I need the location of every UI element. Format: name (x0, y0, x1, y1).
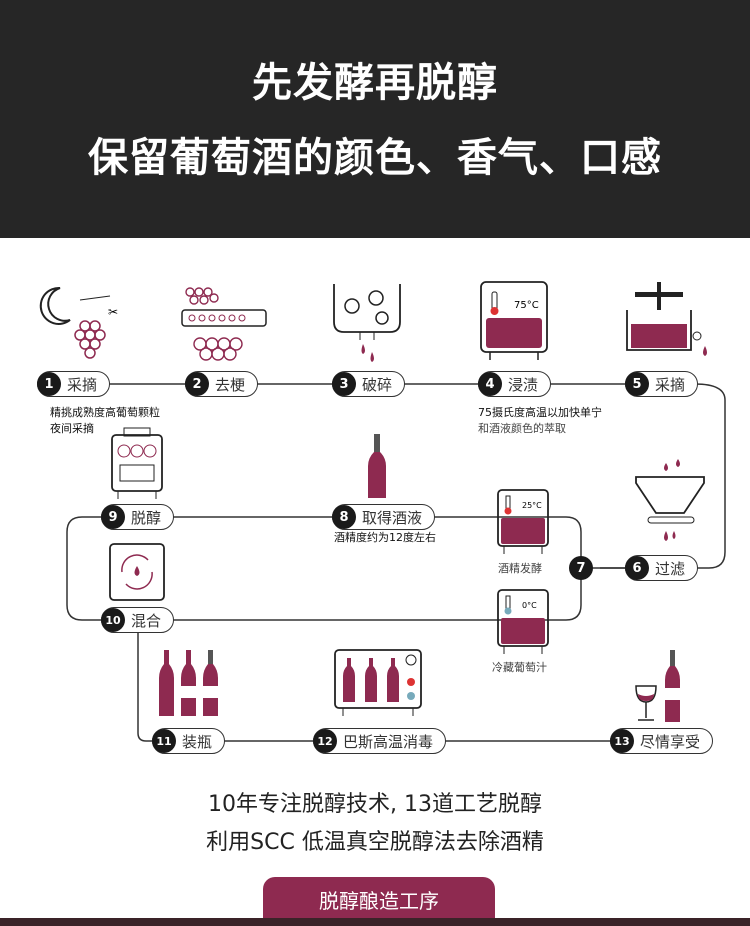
step-number: 2 (185, 372, 209, 396)
step-9: 9 脱醇 (101, 504, 175, 530)
step-4: 4 浸渍 (478, 371, 552, 397)
dealcoholizer-machine-icon (111, 427, 163, 499)
svg-text:75°C: 75°C (514, 300, 539, 311)
wine-bottle-icon (368, 434, 386, 498)
step-8: 8 取得酒液 (332, 504, 436, 530)
crusher-icon (333, 284, 401, 362)
step-number: 13 (610, 729, 634, 753)
maceration-tank-icon: 75°C (480, 281, 548, 360)
step-number: 9 (101, 505, 125, 529)
fermentation-tank-icon: 25°C (497, 489, 549, 554)
step-label: 巴斯高温消毒 (343, 732, 434, 751)
moon-grape-icon: ✂ (39, 286, 118, 359)
blending-icon (109, 543, 165, 601)
note-line: 夜间采摘 (50, 422, 94, 435)
step-label: 混合 (131, 611, 162, 630)
step-3: 3 破碎 (332, 371, 406, 397)
step-number: 10 (101, 608, 125, 632)
step-label: 采摘 (655, 375, 686, 394)
svg-text:25°C: 25°C (522, 501, 542, 510)
note-line: 75摄氏度高温以加快单宁 (478, 406, 602, 419)
press-icon (626, 282, 707, 356)
process-title-tab: 脱醇酿造工序 (263, 877, 495, 921)
svg-text:0°C: 0°C (522, 601, 537, 610)
step-number: 1 (37, 372, 61, 396)
step-2: 2 去梗 (185, 371, 259, 397)
wine-glass-bottle-icon (635, 650, 680, 722)
step-number: 5 (625, 372, 649, 396)
bottom-strip (0, 918, 750, 926)
subheadline: 保留葡萄酒的颜色、香气、口感 (88, 135, 662, 181)
step1-note: 精挑成熟度高葡萄颗粒夜间采摘 (50, 405, 160, 437)
step-label: 采摘 (67, 375, 98, 394)
step-7: 7 (569, 556, 593, 580)
cold-storage-caption: 冷藏葡萄汁 (492, 661, 547, 674)
step-label: 尽情享受 (640, 732, 701, 751)
headline: 先发酵再脱醇 (252, 60, 498, 106)
step-label: 脱醇 (131, 508, 162, 527)
step-11: 11 装瓶 (152, 728, 226, 754)
step-number: 12 (313, 729, 337, 753)
step-number: 4 (478, 372, 502, 396)
filter-icon (635, 459, 705, 541)
tagline-2: 利用SCC 低温真空脱醇法去除酒精 (206, 830, 544, 855)
step-label: 去梗 (215, 375, 246, 394)
note-line: 精挑成熟度高葡萄颗粒 (50, 406, 160, 419)
tagline-1: 10年专注脱醇技术, 13道工艺脱醇 (208, 792, 542, 817)
note-line: 和酒液颜色的萃取 (478, 422, 566, 435)
step-number: 6 (625, 556, 649, 580)
svg-text:✂: ✂ (108, 305, 118, 319)
fermentation-caption: 酒精发酵 (498, 562, 542, 575)
step-number: 3 (332, 372, 356, 396)
destemmer-icon (181, 287, 267, 361)
pasteurizer-icon (334, 649, 422, 716)
step-label: 破碎 (362, 375, 393, 394)
bottling-icon (159, 650, 218, 716)
step-label: 过滤 (655, 559, 686, 578)
step-number: 11 (152, 729, 176, 753)
step-12: 12 巴斯高温消毒 (313, 728, 447, 754)
step-1: 1 采摘 (37, 371, 111, 397)
step4-note: 75摄氏度高温以加快单宁和酒液颜色的萃取 (478, 405, 602, 437)
cold-storage-tank-icon: 0°C (497, 589, 549, 654)
step8-note: 酒精度约为12度左右 (334, 531, 436, 544)
step-6: 6 过滤 (625, 555, 699, 581)
step-5: 5 采摘 (625, 371, 699, 397)
step-13: 13 尽情享受 (610, 728, 714, 754)
step-label: 浸渍 (508, 375, 539, 394)
step-label: 装瓶 (182, 732, 213, 751)
step-label: 取得酒液 (362, 508, 423, 527)
step-10: 10 混合 (101, 607, 175, 633)
header: 先发酵再脱醇 保留葡萄酒的颜色、香气、口感 (0, 0, 750, 238)
step-number: 8 (332, 505, 356, 529)
